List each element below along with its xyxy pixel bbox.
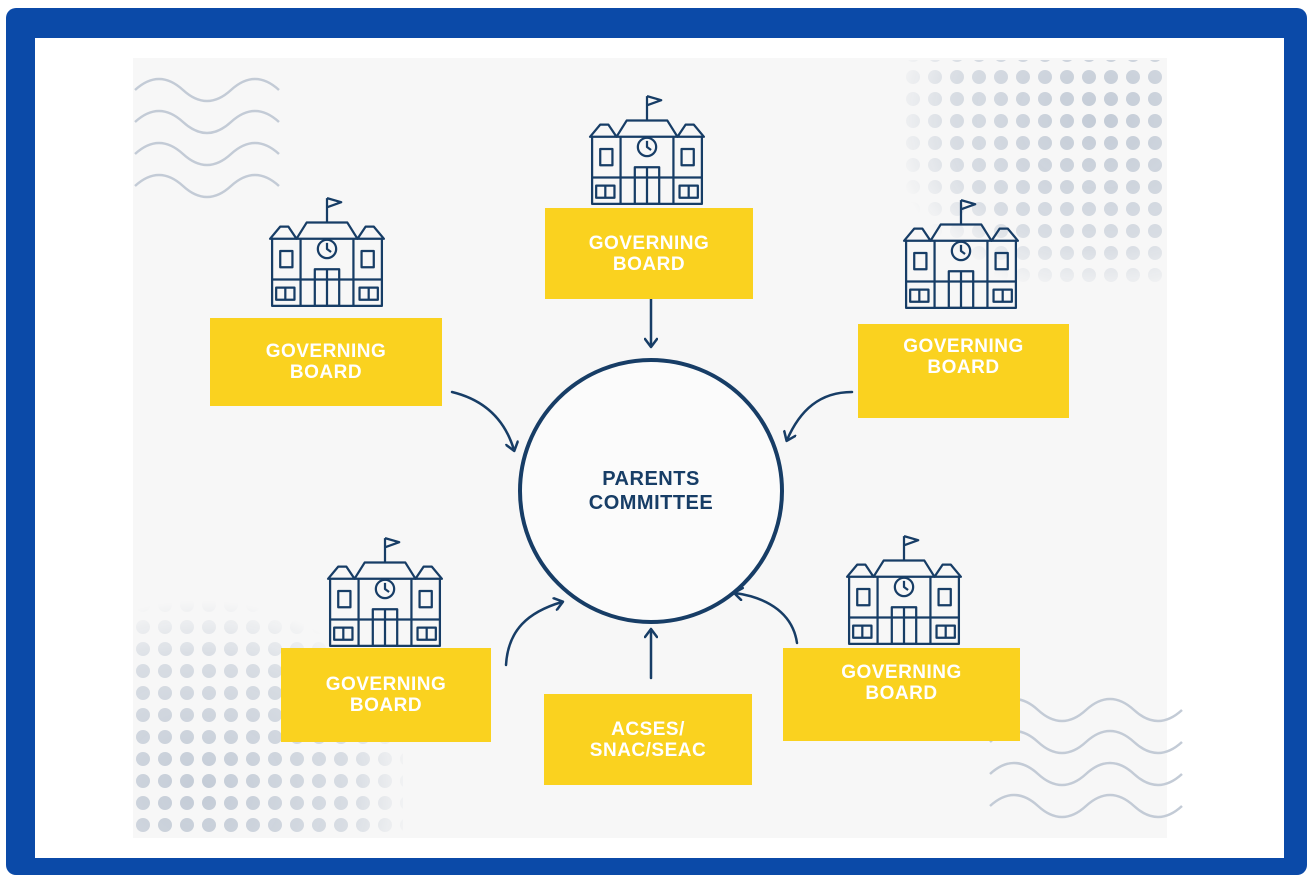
school-building-icon: [268, 197, 386, 308]
wave-lines-top-left: [134, 77, 280, 199]
governing-board-box-bottom-left: GOVERNING BOARD: [281, 648, 491, 742]
arrow-right-board: [787, 390, 854, 440]
wave-lines-bottom-right: [989, 697, 1183, 819]
arrow-left-board: [450, 390, 514, 450]
advisory-committees-box: ACSES/ SNAC/SEAC: [544, 694, 752, 785]
governing-board-label: GOVERNING BOARD: [325, 674, 447, 716]
governing-board-label: GOVERNING BOARD: [841, 662, 962, 704]
school-building-icon: [845, 535, 963, 646]
parents-committee-circle: PARENTS COMMITTEE: [518, 358, 784, 624]
arrow-bottom-left-board: [504, 602, 562, 667]
governing-board-box-bottom-right: GOVERNING BOARD: [783, 648, 1020, 741]
arrow-bottom-right-board: [735, 593, 799, 645]
school-building-icon: [326, 537, 444, 648]
parents-committee-label: PARENTS COMMITTEE: [588, 468, 714, 514]
governing-board-label: GOVERNING BOARD: [903, 336, 1024, 378]
school-building-icon: [588, 95, 706, 206]
governing-board-box-left: GOVERNING BOARD: [210, 318, 442, 406]
school-building-icon: [902, 199, 1020, 310]
advisory-committees-label: ACSES/ SNAC/SEAC: [589, 718, 707, 761]
governing-board-label: GOVERNING BOARD: [588, 232, 710, 275]
governing-board-box-top: GOVERNING BOARD: [545, 208, 753, 299]
dot-pattern-top-right: [900, 60, 1168, 290]
governing-board-box-right: GOVERNING BOARD: [858, 324, 1069, 418]
governing-board-label: GOVERNING BOARD: [265, 341, 387, 383]
